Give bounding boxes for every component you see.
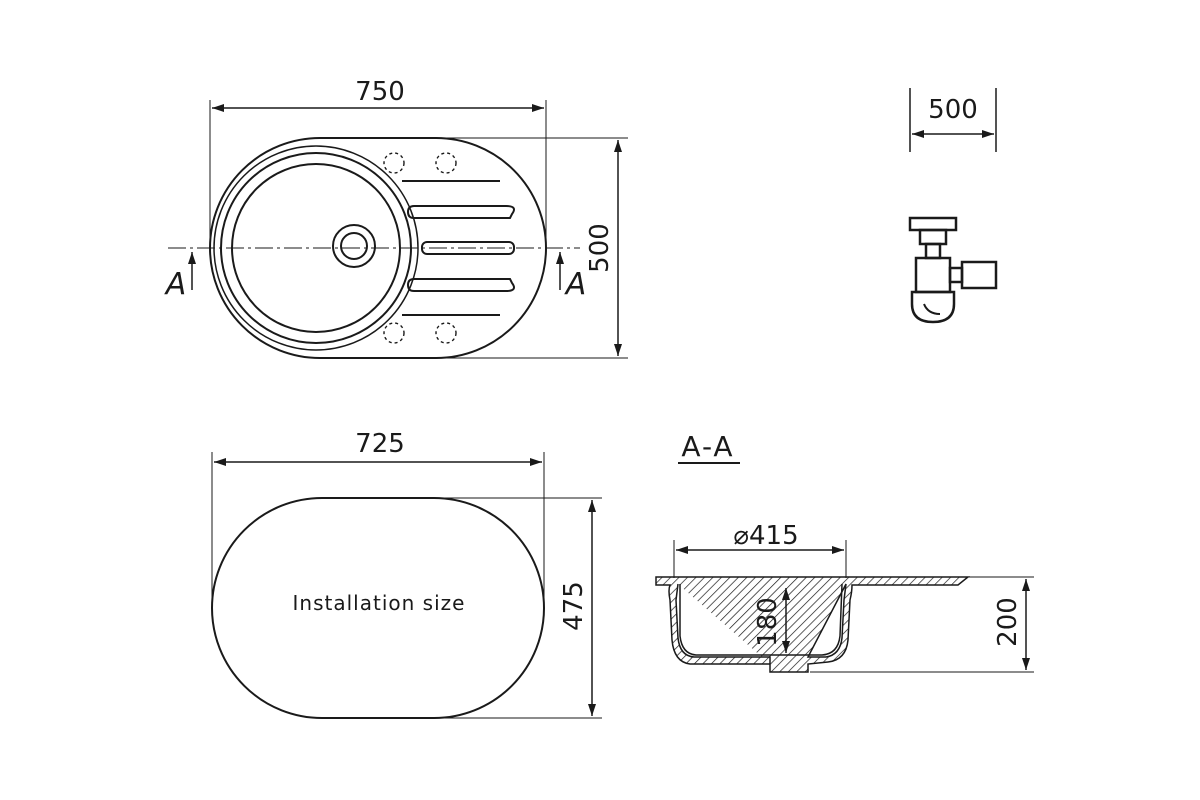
drain-inner bbox=[340, 232, 368, 260]
groove-lower bbox=[406, 278, 515, 292]
tap-hole-2 bbox=[435, 152, 457, 174]
cutout-view bbox=[211, 452, 602, 719]
top-width-label: 750 bbox=[355, 77, 405, 107]
top-view bbox=[168, 100, 628, 359]
groove-upper bbox=[406, 205, 515, 219]
cutout-height-label: 475 bbox=[559, 581, 589, 631]
top-height-label: 500 bbox=[585, 223, 615, 273]
section-view bbox=[655, 540, 1034, 673]
section-profile bbox=[655, 576, 971, 673]
depth-label: 500 bbox=[928, 95, 978, 125]
section-mark-right: A bbox=[564, 267, 587, 302]
bowl-depth-label: 180 bbox=[753, 597, 783, 647]
section-mark-left: A bbox=[164, 267, 187, 302]
side-depth-dim bbox=[909, 88, 997, 152]
drain-outer bbox=[332, 224, 376, 268]
tap-hole-3 bbox=[383, 322, 405, 344]
cutout-width-label: 725 bbox=[355, 429, 405, 459]
diameter-label: ⌀415 bbox=[733, 521, 798, 551]
installation-size-label: Installation size bbox=[293, 591, 466, 615]
total-height-label: 200 bbox=[993, 597, 1023, 647]
tap-hole-4 bbox=[435, 322, 457, 344]
tap-hole-1 bbox=[383, 152, 405, 174]
siphon-icon bbox=[908, 216, 998, 324]
section-title: A-A bbox=[681, 430, 734, 463]
